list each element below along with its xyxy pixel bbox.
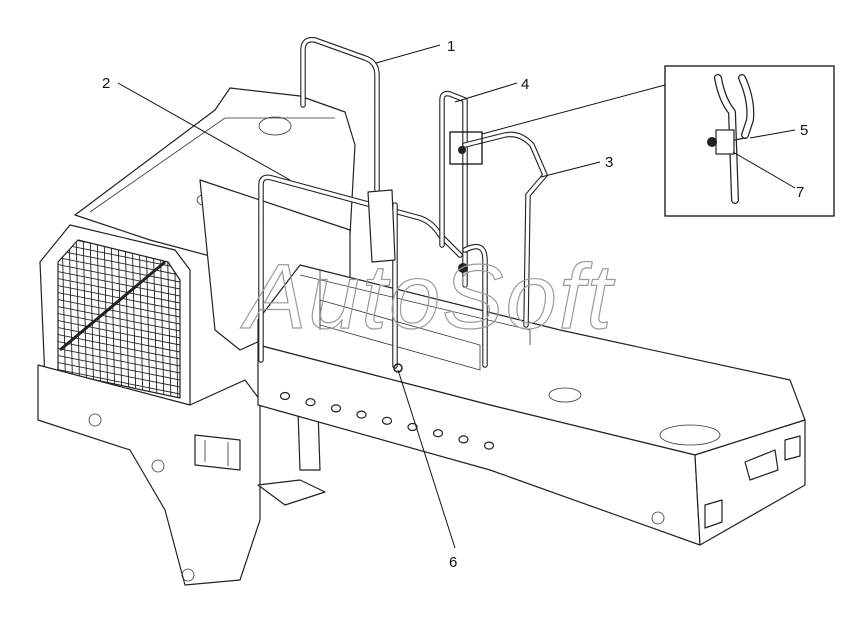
grille-wire xyxy=(58,325,180,355)
watermark-text: AutoSoft xyxy=(240,246,615,348)
grille-wire xyxy=(131,240,137,398)
callout-7: 7 xyxy=(796,184,804,201)
leader-lines xyxy=(117,44,796,549)
grille-wire xyxy=(58,304,180,334)
bolt-head xyxy=(483,441,495,450)
grille-wire xyxy=(58,311,180,341)
grille-wire xyxy=(58,262,180,292)
grille-wire xyxy=(89,240,95,398)
grille-wire xyxy=(58,255,180,285)
callout-4: 4 xyxy=(521,76,529,93)
grille-wire xyxy=(58,339,180,369)
callout-2: 2 xyxy=(102,75,110,92)
grille-wire xyxy=(117,240,123,398)
grille-wire xyxy=(58,367,180,397)
callout-6: 6 xyxy=(449,554,457,571)
grille-wire xyxy=(58,360,180,390)
bolt-head xyxy=(330,404,342,413)
detail-inset xyxy=(664,65,835,217)
grille-wire xyxy=(58,241,180,271)
bolt-head xyxy=(356,410,367,419)
grille-wire xyxy=(58,276,180,306)
grille-wire xyxy=(58,318,180,348)
grille-wire xyxy=(152,240,158,398)
bolt-head xyxy=(305,398,316,407)
grille-wire xyxy=(103,240,109,398)
bolt-head xyxy=(458,435,469,444)
grille-wire xyxy=(58,297,180,327)
machine-body xyxy=(37,87,356,586)
grille-wire xyxy=(138,240,144,398)
callout-labels: 1 2 3 4 5 6 7 xyxy=(102,38,808,571)
grille-wire xyxy=(58,248,180,278)
bolt-head xyxy=(279,391,291,401)
grille-wire xyxy=(124,240,130,398)
grille-wire xyxy=(58,353,180,383)
callout-5: 5 xyxy=(800,122,808,139)
callout-1: 1 xyxy=(447,38,455,55)
bolt-head xyxy=(381,416,393,425)
grille-wire xyxy=(58,346,180,376)
callout-3: 3 xyxy=(605,154,613,171)
grille-wire xyxy=(58,290,180,320)
bolt-head xyxy=(432,429,444,438)
grille-wire xyxy=(82,240,88,398)
handrails xyxy=(258,36,548,373)
bolt-head xyxy=(407,422,418,432)
grille-wire xyxy=(58,269,180,299)
